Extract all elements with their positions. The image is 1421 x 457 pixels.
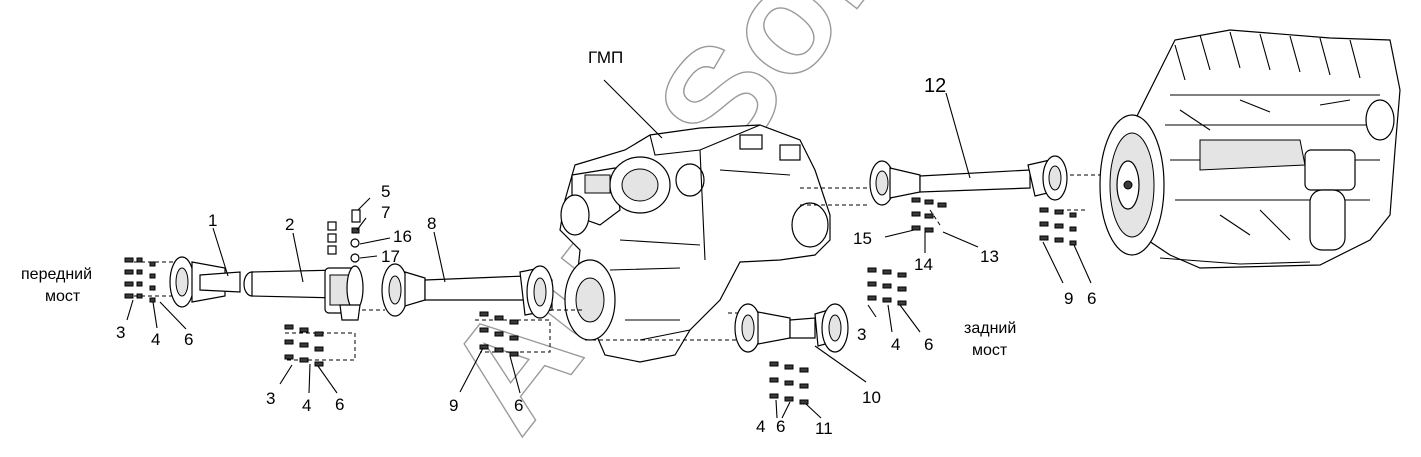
callout-2: 2 xyxy=(285,215,294,234)
callout-6: 6 xyxy=(776,417,785,436)
callout-6: 6 xyxy=(184,330,193,349)
callout-13: 13 xyxy=(980,247,999,266)
callout-4: 4 xyxy=(302,396,311,415)
bolt-set-shaft2-lower xyxy=(284,324,324,367)
front-axle-label-2: мост xyxy=(45,288,81,305)
bolt-set-shaft10-bottom xyxy=(769,361,809,405)
shaft-12 xyxy=(869,155,1068,206)
shaft-2 xyxy=(243,265,364,321)
callout-4: 4 xyxy=(151,330,160,349)
callout-3: 3 xyxy=(266,389,275,408)
engine-drawing xyxy=(1099,29,1401,269)
callout-6: 6 xyxy=(335,395,344,414)
rear-axle-label-2: мост xyxy=(972,342,1008,359)
callout-5: 5 xyxy=(381,182,390,201)
callout-12: 12 xyxy=(924,75,946,97)
callout-14: 14 xyxy=(914,255,933,274)
callout-10: 10 xyxy=(862,388,881,407)
callout-6: 6 xyxy=(514,396,523,415)
callout-4: 4 xyxy=(756,417,765,436)
shaft-10 xyxy=(734,303,849,353)
callout-8: 8 xyxy=(427,214,436,233)
gearbox-label: ГМП xyxy=(588,48,623,67)
callout-6: 6 xyxy=(1087,289,1096,308)
callout-3: 3 xyxy=(857,325,866,344)
callout-7: 7 xyxy=(381,203,390,222)
callout-9: 9 xyxy=(1064,289,1073,308)
callout-17: 17 xyxy=(381,247,400,266)
callout-1: 1 xyxy=(208,211,217,230)
bolt-set-shaft10-right xyxy=(867,267,907,306)
bolt-set-shaft12-right xyxy=(1039,207,1077,246)
callout-16: 16 xyxy=(393,227,412,246)
labels: передний мост задний мост ГМП 1 2 3 4 6 … xyxy=(21,48,1096,438)
callout-6: 6 xyxy=(924,335,933,354)
bolt-set-shaft2-upper xyxy=(327,209,361,263)
shaft-1 xyxy=(169,256,241,308)
shaft-8 xyxy=(381,263,554,319)
callout-11: 11 xyxy=(815,419,833,438)
callout-9: 9 xyxy=(449,396,458,415)
rear-axle-label-1: задний xyxy=(964,320,1016,337)
front-axle-label-1: передний xyxy=(21,266,92,283)
leader-lines xyxy=(126,79,1092,419)
callout-4: 4 xyxy=(891,335,900,354)
gearbox-drawing xyxy=(559,124,831,363)
bolt-set-shaft8 xyxy=(479,311,519,357)
bolt-set-shaft12-left xyxy=(911,197,947,233)
callout-3: 3 xyxy=(116,323,125,342)
callout-15: 15 xyxy=(853,229,872,248)
bolt-set-front xyxy=(124,257,156,303)
